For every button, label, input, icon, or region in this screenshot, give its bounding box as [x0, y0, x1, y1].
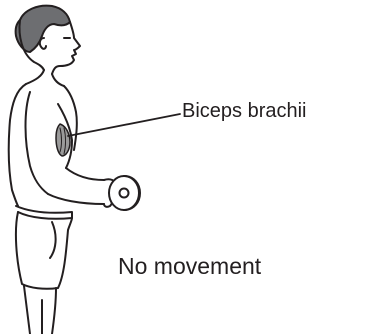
leg-front	[52, 288, 56, 334]
front-neck	[52, 74, 64, 86]
upper-arm-back	[26, 92, 49, 194]
forearm-bottom	[48, 194, 104, 204]
biceps-pointer-line	[68, 114, 180, 136]
caption-text: No movement	[118, 255, 261, 278]
waistband	[16, 206, 72, 219]
biceps-muscle	[56, 124, 70, 156]
leg-back	[24, 286, 30, 334]
biceps-label: Biceps brachii	[182, 101, 307, 121]
forearm-top	[66, 168, 104, 180]
shorts-fold	[50, 222, 56, 258]
hair	[16, 6, 70, 52]
dumbbell	[109, 176, 140, 210]
ear	[40, 38, 46, 49]
neck	[26, 70, 44, 84]
back-outline	[9, 84, 26, 206]
shorts	[16, 212, 72, 289]
